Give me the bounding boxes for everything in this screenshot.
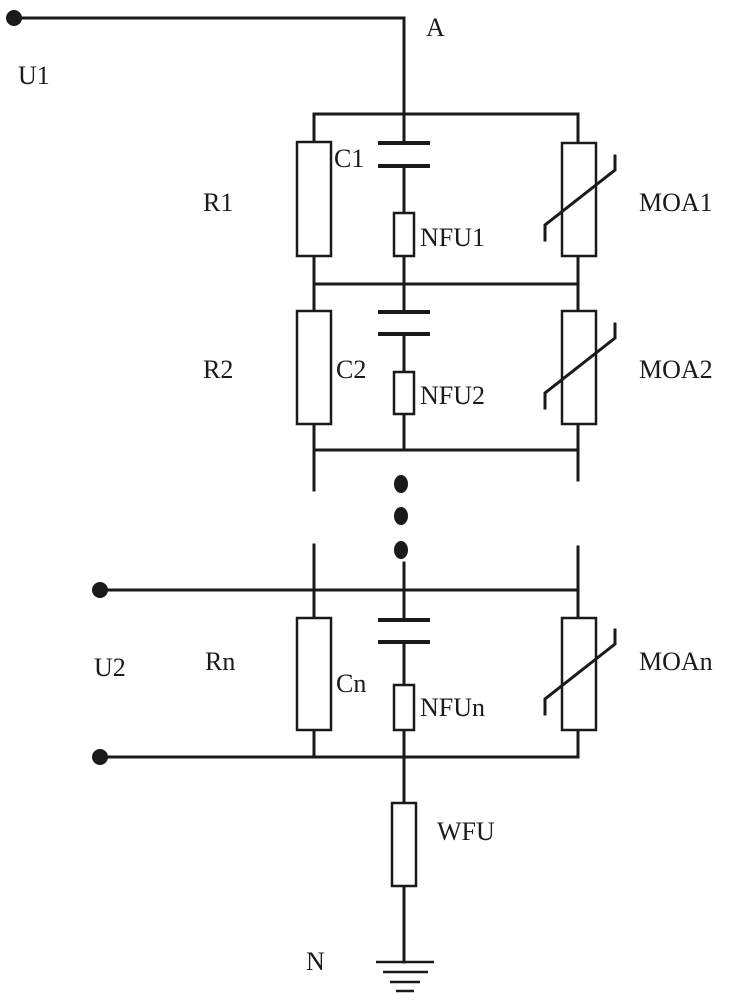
label-u2: U2	[94, 653, 126, 682]
label-u1: U1	[18, 61, 50, 90]
varistor-moa2	[543, 309, 617, 426]
resistor-rn	[295, 616, 333, 732]
fuse-nfu1	[392, 211, 416, 258]
wires	[12, 16, 580, 964]
label-r2: R2	[203, 355, 233, 384]
label-moa1: MOA1	[639, 188, 713, 217]
terminal-u2-bottom	[92, 749, 108, 765]
label-node-n: N	[306, 947, 325, 976]
label-node-a: A	[426, 13, 445, 42]
label-nfu1: NFU1	[420, 223, 485, 252]
label-nfun: NFUn	[420, 693, 485, 722]
fuse-nfun	[392, 683, 416, 732]
terminal-u2-top	[92, 582, 108, 598]
label-rn: Rn	[205, 647, 235, 676]
resistor-r2	[295, 309, 333, 426]
continuation-dots	[394, 475, 408, 559]
label-wfu: WFU	[437, 817, 495, 846]
fuse-wfu	[390, 801, 418, 888]
varistor-moa1	[543, 141, 617, 258]
ground-icon	[376, 960, 434, 993]
label-nfu2: NFU2	[420, 381, 485, 410]
label-cn: Cn	[336, 669, 366, 698]
terminal-u1	[6, 10, 22, 26]
label-moan: MOAn	[639, 647, 713, 676]
capacitor-cn	[378, 618, 430, 644]
fuse-nfu2	[392, 370, 416, 416]
label-r1: R1	[203, 188, 233, 217]
label-moa2: MOA2	[639, 355, 713, 384]
capacitor-c2	[378, 310, 430, 336]
label-c1: C1	[334, 144, 364, 173]
resistor-r1	[295, 140, 333, 258]
label-c2: C2	[336, 355, 366, 384]
capacitor-c1	[378, 141, 430, 168]
varistor-moan	[543, 616, 617, 732]
